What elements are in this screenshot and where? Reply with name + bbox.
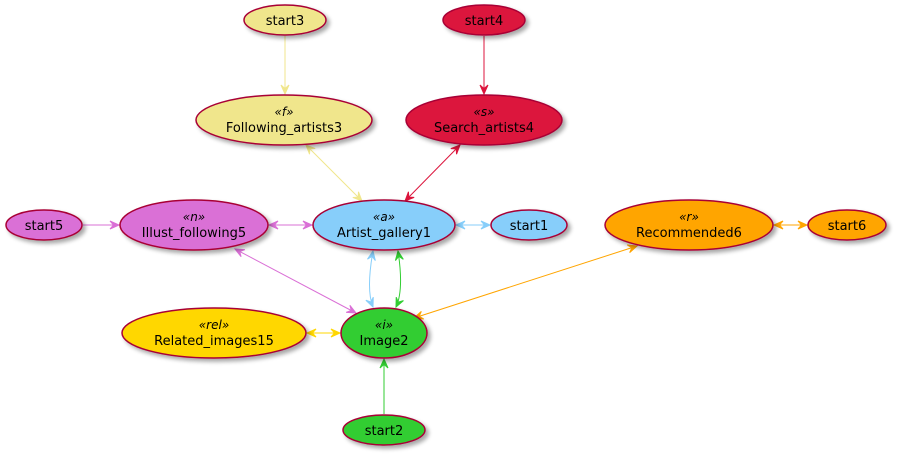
node-related_images15[interactable]: «rel» Related_images15 [121,307,307,359]
arrowhead-start5-illust-end [109,220,121,230]
arrowhead-gallery-image-blue-end [365,296,374,309]
node-search_artists4[interactable]: «s» Search_artists4 [405,94,563,146]
node-shape-related_images15 [121,307,307,359]
node-label-start6: start6 [828,219,867,234]
node-recommended6[interactable]: «r» Recommended6 [604,199,774,251]
node-label-search_artists4: Search_artists4 [434,121,534,136]
arrowhead-following-gallery-end [352,191,363,202]
edge-illust-image [234,248,357,314]
node-stereotype-related_images15: «rel» [199,318,229,332]
arrowhead-start3-following-end [280,84,290,96]
node-artist_gallery1[interactable]: «a» Artist_gallery1 [312,199,456,251]
edges-layer [83,36,809,414]
arrowhead-illust-gallery-start [267,220,279,230]
node-label-start2: start2 [365,424,404,439]
node-label-related_images15: Related_images15 [154,334,274,349]
arrowhead-start4-search-end [479,84,489,96]
node-stereotype-image2: «i» [375,318,393,332]
node-shape-start5 [5,209,83,241]
node-shape-start3 [243,4,327,36]
node-shape-start4 [442,4,526,36]
node-image2[interactable]: «i» Image2 [340,307,428,359]
node-label-illust_following5: Illust_following5 [142,226,246,241]
node-stereotype-illust_following5: «n» [183,210,205,224]
node-label-image2: Image2 [360,334,409,349]
arrowhead-gallery-start1-start [454,220,466,230]
edge-search-gallery [404,144,461,202]
arrowhead-gallery-image-blue-start [367,249,376,261]
node-stereotype-artist_gallery1: «a» [373,210,395,224]
node-shape-start2 [342,414,426,446]
node-label-start4: start4 [465,14,504,29]
arrowhead-recommended-start6-start [772,220,784,230]
arrowhead-related-image-start [305,328,317,338]
node-following_artists3[interactable]: «f» Following_artists3 [195,94,373,146]
node-shape-following_artists3 [195,94,373,146]
node-shape-artist_gallery1 [312,199,456,251]
arrowhead-recommended-image-start [626,244,639,253]
node-start1[interactable]: start1 [490,209,568,241]
arrowhead-related-image-end [330,328,342,338]
node-shape-image2 [340,307,428,359]
node-stereotype-following_artists3: «f» [274,105,293,119]
node-label-start3: start3 [266,14,305,29]
nodes-layer: start3 start4 «f» Following_artists3 «s» Sear… [5,4,887,446]
arrowhead-gallery-start1-end [480,220,492,230]
arrowhead-illust-gallery-end [302,220,314,230]
node-stereotype-recommended6: «r» [679,210,699,224]
arrowhead-illust-image-end [346,304,358,314]
node-label-artist_gallery1: Artist_gallery1 [337,226,431,241]
arrowhead-search-gallery-end [404,191,415,202]
node-shape-recommended6 [604,199,774,251]
edge-following-gallery [305,144,363,202]
node-illust_following5[interactable]: «n» Illust_following5 [119,199,269,251]
node-start2[interactable]: start2 [342,414,426,446]
node-shape-start1 [490,209,568,241]
arrowhead-recommended-start6-end [797,220,809,230]
node-shape-start6 [807,209,887,241]
node-label-start5: start5 [25,219,64,234]
node-start5[interactable]: start5 [5,209,83,241]
arrowhead-gallery-image-green-start [394,249,404,261]
node-shape-illust_following5 [119,199,269,251]
arrowhead-illust-image-start [233,248,245,258]
arrowhead-start2-image-end [379,357,389,369]
node-label-start1: start1 [510,219,549,234]
node-start4[interactable]: start4 [442,4,526,36]
node-shape-search_artists4 [405,94,563,146]
node-start3[interactable]: start3 [243,4,327,36]
node-label-following_artists3: Following_artists3 [226,121,342,136]
arrowhead-search-gallery-start [450,144,461,155]
arrowhead-following-gallery-start [305,144,316,155]
edge-recommended-image [413,245,638,319]
arrowhead-gallery-image-green-end [395,296,404,309]
node-stereotype-search_artists4: «s» [473,105,494,119]
node-start6[interactable]: start6 [807,209,887,241]
node-label-recommended6: Recommended6 [636,226,742,241]
